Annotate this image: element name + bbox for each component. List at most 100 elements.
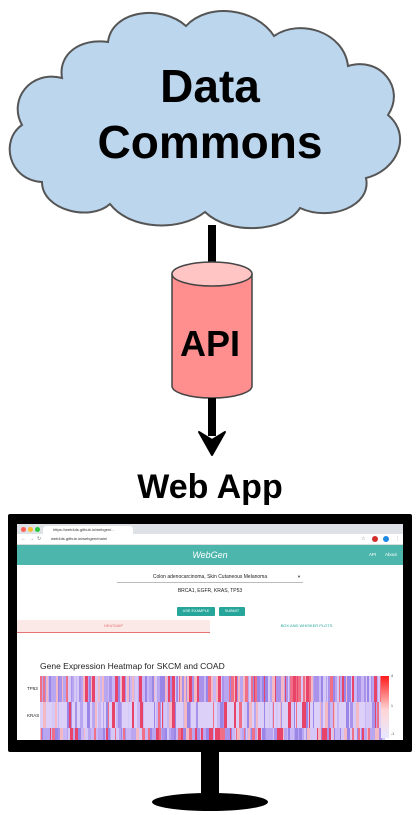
heatmap-cell bbox=[250, 728, 251, 740]
app-header: WebGen API About bbox=[17, 545, 403, 565]
heatmap-cell bbox=[257, 728, 258, 740]
menu-dots-icon[interactable]: ⋮ bbox=[395, 536, 400, 542]
heatmap-cell bbox=[98, 702, 101, 728]
heatmap-cell bbox=[371, 676, 372, 702]
heatmap-cell bbox=[377, 728, 379, 740]
heatmap-cell bbox=[145, 728, 148, 740]
heatmap-cell bbox=[301, 676, 303, 702]
heatmap-cell bbox=[337, 702, 339, 728]
window-minimize-dot[interactable] bbox=[28, 527, 33, 532]
heatmap bbox=[40, 676, 385, 740]
heatmap-cell bbox=[340, 728, 341, 740]
browser-tab[interactable]: https://web4ds.github.io/webgen/... bbox=[43, 526, 133, 534]
heatmap-cell bbox=[75, 728, 78, 740]
heatmap-cell bbox=[112, 676, 115, 702]
nav-api-link[interactable]: API bbox=[369, 552, 377, 557]
heatmap-cell bbox=[63, 728, 64, 740]
heatmap-cell bbox=[60, 702, 62, 728]
heatmap-cell bbox=[148, 702, 149, 728]
heatmap-cell bbox=[195, 728, 197, 740]
heatmap-cell bbox=[361, 728, 362, 740]
heatmap-cell bbox=[341, 728, 344, 740]
heatmap-cell bbox=[350, 702, 353, 728]
window-maximize-dot[interactable] bbox=[35, 527, 40, 532]
heatmap-cell bbox=[293, 728, 294, 740]
heatmap-cell bbox=[276, 702, 278, 728]
address-url[interactable]: web4ds.github.io/webgen/main/ bbox=[51, 536, 108, 541]
heatmap-cell bbox=[144, 676, 145, 702]
heatmap-cell bbox=[274, 702, 276, 728]
heatmap-cell bbox=[89, 676, 91, 702]
heatmap-cell bbox=[262, 728, 265, 740]
bookmark-star-icon[interactable]: ☆ bbox=[361, 536, 366, 542]
heatmap-cell bbox=[41, 728, 42, 740]
heatmap-cell bbox=[302, 728, 304, 740]
heatmap-cell bbox=[163, 676, 165, 702]
tab-heatmap[interactable]: HEATMAP bbox=[17, 620, 210, 633]
heatmap-cell bbox=[344, 676, 346, 702]
heatmap-cell bbox=[362, 702, 365, 728]
genes-input[interactable]: BRCA1, EGFR, KRAS, TP53 bbox=[177, 588, 243, 594]
heatmap-cell bbox=[269, 702, 270, 728]
heatmap-cell bbox=[41, 702, 42, 728]
heatmap-cell bbox=[246, 728, 247, 740]
heatmap-cell bbox=[83, 676, 85, 702]
profile-avatar-icon[interactable] bbox=[383, 536, 389, 542]
heatmap-cell bbox=[152, 676, 154, 702]
heatmap-cell bbox=[261, 728, 262, 740]
submit-button[interactable]: SUBMIT bbox=[219, 607, 245, 616]
heatmap-cell bbox=[287, 728, 288, 740]
heatmap-cell bbox=[116, 702, 118, 728]
heatmap-cell bbox=[221, 676, 222, 702]
heatmap-cell bbox=[174, 728, 176, 740]
heatmap-cell bbox=[227, 702, 228, 728]
heatmap-cell bbox=[367, 676, 369, 702]
heatmap-cell bbox=[198, 702, 200, 728]
heatmap-cell bbox=[77, 702, 80, 728]
heatmap-cell bbox=[179, 676, 180, 702]
heatmap-cell bbox=[352, 728, 354, 740]
heatmap-cell bbox=[40, 676, 42, 702]
heatmap-cell bbox=[98, 728, 100, 740]
heatmap-cell bbox=[266, 728, 269, 740]
heatmap-cell bbox=[154, 702, 155, 728]
heatmap-row-label-tp53: TP53 bbox=[27, 686, 38, 691]
heatmap-cell bbox=[201, 702, 202, 728]
heatmap-cell bbox=[245, 728, 246, 740]
nav-about-link[interactable]: About bbox=[385, 552, 397, 557]
heatmap-cell bbox=[227, 728, 230, 740]
heatmap-cell bbox=[50, 728, 51, 740]
heatmap-cell bbox=[200, 728, 201, 740]
heatmap-cell bbox=[364, 728, 366, 740]
cancer-type-select[interactable]: Colon adenocarcinoma, Skin Cutaneous Mel… bbox=[117, 572, 303, 583]
heatmap-cell bbox=[374, 676, 377, 702]
heatmap-cell bbox=[311, 676, 313, 702]
heatmap-cell bbox=[230, 676, 231, 702]
heatmap-cell bbox=[303, 676, 305, 702]
heatmap-cell bbox=[189, 676, 192, 702]
heatmap-cell bbox=[121, 676, 122, 702]
scale-tick-mid: 1 bbox=[391, 704, 393, 708]
heatmap-cell bbox=[106, 728, 108, 740]
back-icon[interactable]: ← bbox=[21, 536, 26, 542]
forward-icon[interactable]: → bbox=[29, 536, 34, 542]
heatmap-cell bbox=[306, 702, 308, 728]
heatmap-cell bbox=[120, 676, 121, 702]
window-close-dot[interactable] bbox=[21, 527, 26, 532]
heatmap-cell bbox=[51, 728, 52, 740]
heatmap-cell bbox=[143, 702, 144, 728]
heatmap-cell bbox=[120, 728, 121, 740]
heatmap-cell bbox=[89, 702, 90, 728]
extension-icon[interactable] bbox=[372, 536, 378, 542]
use-example-button[interactable]: USE EXAMPLE bbox=[177, 607, 215, 616]
reload-icon[interactable]: ↻ bbox=[37, 536, 42, 542]
heatmap-cell bbox=[85, 702, 87, 728]
heatmap-cell bbox=[249, 676, 251, 702]
heatmap-cell bbox=[347, 728, 350, 740]
heatmap-cell bbox=[254, 702, 256, 728]
heatmap-cell bbox=[181, 728, 183, 740]
heatmap-cell bbox=[297, 702, 300, 728]
heatmap-cell bbox=[243, 676, 245, 702]
heatmap-cell bbox=[139, 676, 142, 702]
tab-box-and-whisker[interactable]: BOX AND WHISKER PLOTS bbox=[280, 623, 333, 628]
